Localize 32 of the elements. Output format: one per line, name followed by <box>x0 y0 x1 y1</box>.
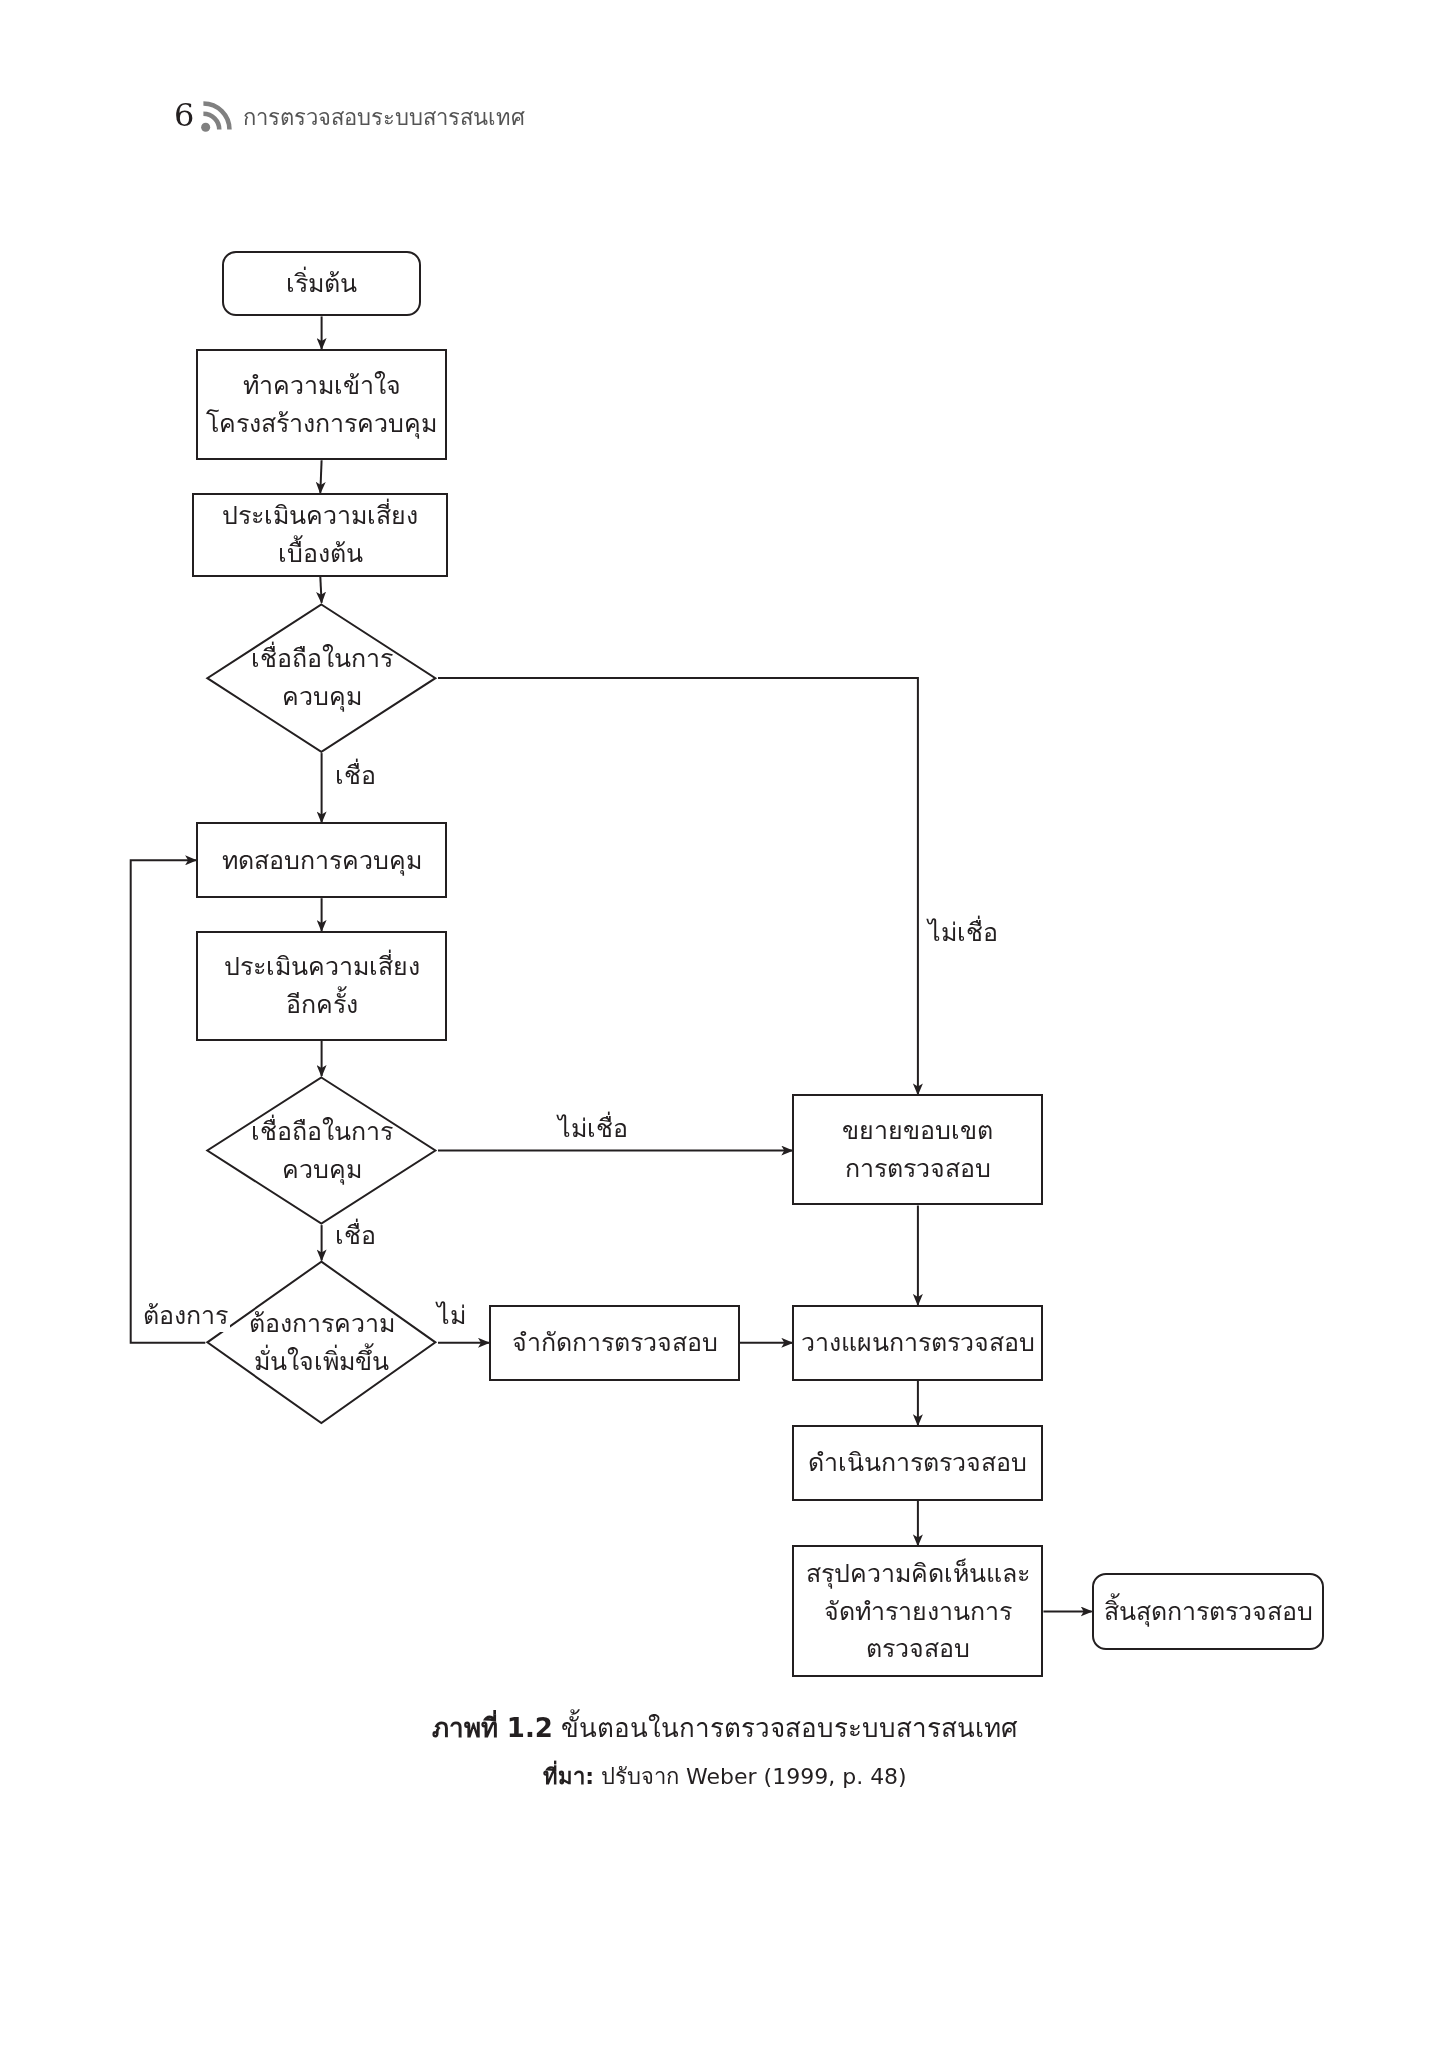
process-box: ประเมินความเสี่ยงเบื้องต้น <box>192 492 449 577</box>
process-box: วางแผนการตรวจสอบ <box>792 1304 1044 1381</box>
arrow <box>437 1337 490 1348</box>
arrow <box>912 1379 923 1427</box>
decision-diamond: เชื่อถือในการควบคุม <box>205 602 438 754</box>
arrow <box>1042 1606 1093 1617</box>
arrow <box>912 1204 923 1306</box>
process-box: ขยายขอบเขตการตรวจสอบ <box>792 1094 1044 1206</box>
source-note: ที่มา: ปรับจาก Weber (1999, p. 48) <box>0 1762 1450 1794</box>
terminal-box: เริ่มต้น <box>222 251 421 317</box>
process-box: ทำความเข้าใจโครงสร้างการควบคุม <box>196 349 448 461</box>
process-box: จำกัดการตรวจสอบ <box>489 1304 740 1381</box>
process-box: ทดสอบการควบคุม <box>196 822 448 899</box>
arrow <box>316 752 327 824</box>
arrow <box>739 1337 794 1348</box>
arrow <box>912 1500 923 1547</box>
page-number: 6 <box>173 99 195 132</box>
arrow <box>316 1039 327 1078</box>
arrow <box>315 459 326 494</box>
process-box: สรุปความคิดเห็นและจัดทำรายงานการตรวจสอบ <box>792 1545 1044 1678</box>
figure-caption: ภาพที่ 1.2 ขั้นตอนในการตรวจสอบระบบสารสนเทศ <box>0 1710 1450 1747</box>
arrow <box>316 897 327 932</box>
arrow <box>129 855 207 1344</box>
process-box: ดำเนินการตรวจสอบ <box>792 1425 1044 1501</box>
arrow <box>437 1145 794 1156</box>
arrow <box>437 676 923 1096</box>
running-header: การตรวจสอบระบบสารสนเทศ <box>243 104 526 131</box>
arrow <box>316 575 327 604</box>
arrow <box>316 1224 327 1262</box>
terminal-box: สิ้นสุดการตรวจสอบ <box>1091 1572 1325 1651</box>
process-box: ประเมินความเสี่ยงอีกครั้ง <box>196 930 448 1041</box>
arrow <box>316 315 327 351</box>
